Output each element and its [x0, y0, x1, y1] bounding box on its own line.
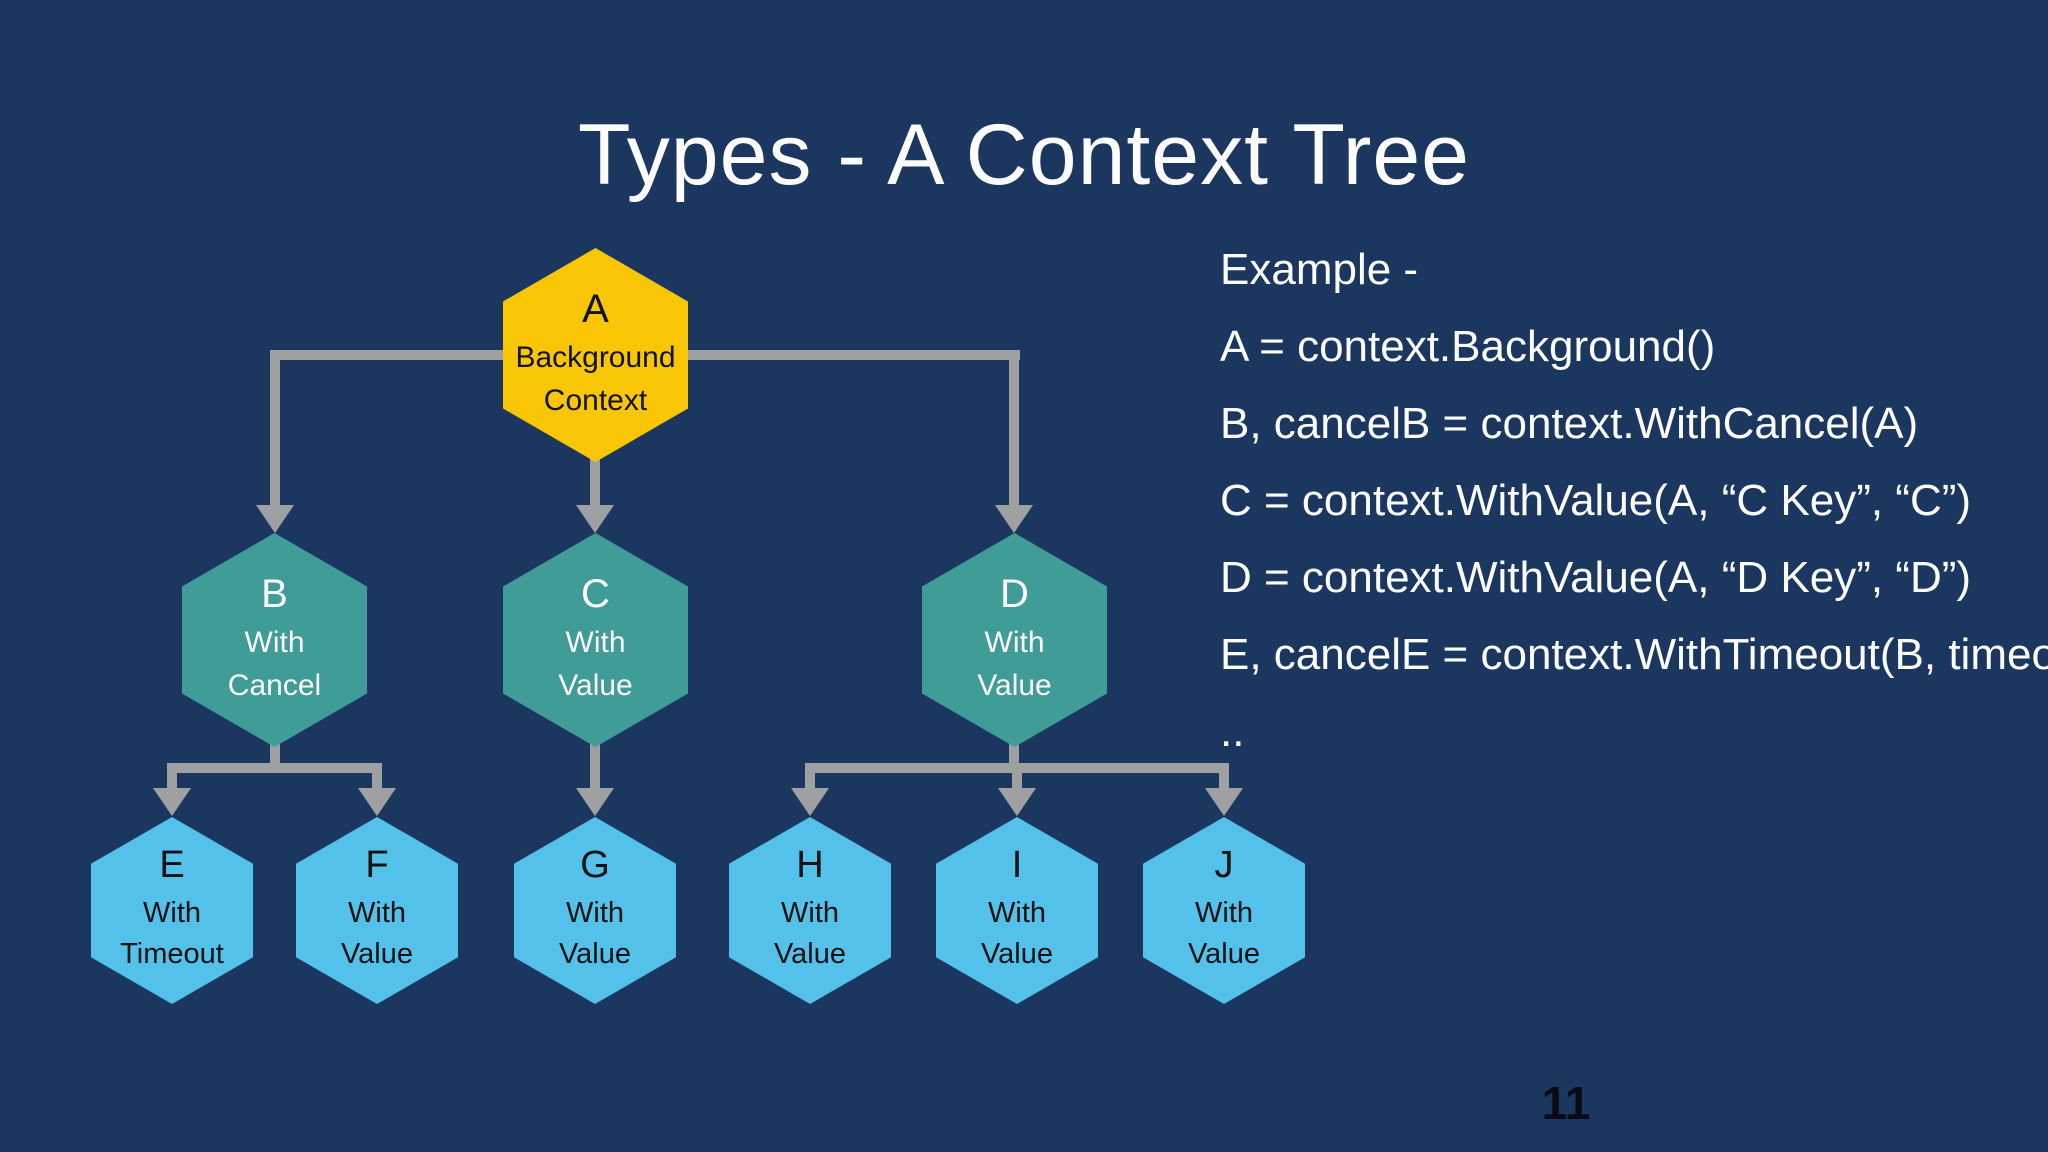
connector-a-to-b-horizontal: [270, 350, 510, 360]
node-label-line: Value: [558, 938, 632, 971]
example-line: C = context.WithValue(A, “C Key”, “C”): [1220, 476, 1972, 525]
node-a: A Background Context: [503, 248, 688, 462]
node-label-line: Cancel: [227, 669, 322, 702]
node-label-line: Background: [515, 341, 676, 375]
arrowhead-into-d-icon: [995, 505, 1033, 533]
arrowhead-into-b-icon: [256, 505, 294, 533]
node-label-line: With: [348, 897, 406, 930]
node-label-line: Context: [543, 384, 648, 417]
connector-b-stub: [270, 735, 280, 773]
node-label-line: Value: [977, 669, 1052, 702]
arrowhead-into-f-icon: [358, 788, 396, 816]
example-line: E, cancelE = context.WithTimeout(B, time…: [1220, 630, 2048, 679]
connector-to-j-vertical: [1219, 763, 1229, 791]
node-label-line: Value: [1187, 938, 1261, 971]
arrowhead-into-i-icon: [998, 788, 1036, 816]
node-letter: D: [1000, 572, 1029, 617]
example-code-block: Example - A = context.Background() B, ca…: [1220, 245, 2048, 787]
node-letter: I: [1011, 844, 1023, 887]
arrowhead-into-j-icon: [1205, 788, 1243, 816]
node-letter: E: [159, 844, 185, 887]
node-letter: A: [582, 287, 609, 332]
node-label-line: With: [143, 897, 201, 930]
arrowhead-into-h-icon: [791, 788, 829, 816]
node-b: B With Cancel: [182, 533, 367, 747]
node-j: J With Value: [1143, 817, 1305, 1004]
connector-to-f-vertical: [372, 763, 382, 791]
node-i: I With Value: [936, 817, 1098, 1004]
slide-title: Types - A Context Tree: [578, 106, 1470, 203]
node-label-line: Timeout: [120, 938, 224, 971]
connector-a-to-b-vertical: [270, 350, 280, 510]
connector-a-to-c-vertical: [590, 450, 600, 510]
node-label-line: Value: [773, 938, 847, 971]
arrowhead-into-g-icon: [576, 788, 614, 816]
node-h: H With Value: [729, 817, 891, 1004]
example-line: ..: [1220, 707, 1245, 756]
connector-to-e-vertical: [167, 763, 177, 791]
connector-to-h-vertical: [805, 763, 815, 791]
connector-a-to-d-horizontal: [680, 350, 1020, 360]
example-line: D = context.WithValue(A, “D Key”, “D”): [1220, 553, 1972, 602]
node-label-line: With: [565, 626, 626, 660]
node-letter: G: [580, 844, 610, 887]
node-label-line: With: [984, 626, 1045, 660]
connector-a-to-d-vertical: [1009, 350, 1019, 510]
node-f: F With Value: [296, 817, 458, 1004]
node-label-line: Value: [980, 938, 1054, 971]
connector-c-to-g-vertical: [590, 735, 600, 791]
example-line: B, cancelB = context.WithCancel(A): [1220, 399, 1919, 448]
page-number: 11: [1541, 1077, 1591, 1129]
node-letter: C: [581, 572, 610, 617]
node-g: G With Value: [514, 817, 676, 1004]
node-label-line: With: [781, 897, 839, 930]
node-letter: B: [261, 572, 288, 617]
connector-d-stub: [1009, 735, 1019, 773]
arrowhead-into-e-icon: [153, 788, 191, 816]
node-label-line: With: [566, 897, 624, 930]
node-letter: H: [796, 844, 824, 887]
example-line: A = context.Background(): [1220, 322, 1716, 371]
connector-to-i-vertical: [1012, 763, 1022, 791]
node-letter: F: [365, 844, 389, 887]
node-label-line: With: [1195, 897, 1253, 930]
node-label-line: Value: [558, 669, 633, 702]
node-label-line: With: [244, 626, 305, 660]
node-letter: J: [1214, 844, 1234, 887]
node-d: D With Value: [922, 533, 1107, 747]
connector-b-children-bar: [167, 763, 382, 773]
node-c: C With Value: [503, 533, 688, 747]
node-label-line: Value: [340, 938, 414, 971]
example-line: Example -: [1220, 245, 1419, 294]
node-label-line: With: [988, 897, 1046, 930]
node-e: E With Timeout: [91, 817, 253, 1004]
arrowhead-into-c-icon: [576, 505, 614, 533]
